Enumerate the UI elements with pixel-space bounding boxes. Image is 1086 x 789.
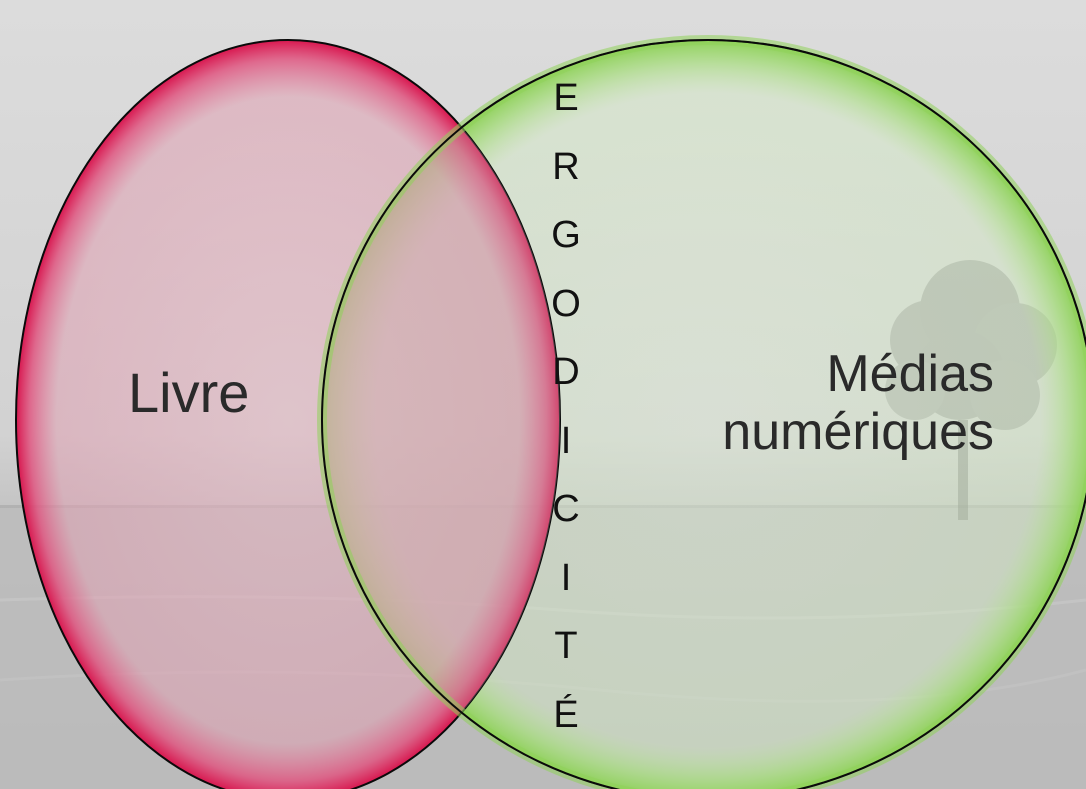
intersection-letter: C: [552, 488, 580, 530]
left-set-label: Livre: [128, 361, 250, 424]
intersection-letter: É: [553, 693, 579, 736]
intersection-letter: I: [560, 556, 572, 599]
right-set-label: Médias numériques: [684, 345, 994, 461]
intersection-letter: T: [554, 625, 578, 667]
intersection-letter: G: [551, 214, 581, 256]
left-set-circle: [15, 39, 561, 789]
intersection-letter: O: [551, 282, 581, 325]
right-set-label-line2: numériques: [722, 403, 994, 461]
intersection-letter: D: [552, 351, 580, 393]
intersection-region: [322, 40, 560, 789]
intersection-letter: I: [560, 419, 572, 462]
intersection-letter: R: [552, 145, 580, 188]
intersection-letter: E: [553, 77, 579, 119]
intersection-vertical-word: E R G O D I C I T É: [544, 78, 588, 763]
right-set-label-line1: Médias: [826, 345, 994, 403]
